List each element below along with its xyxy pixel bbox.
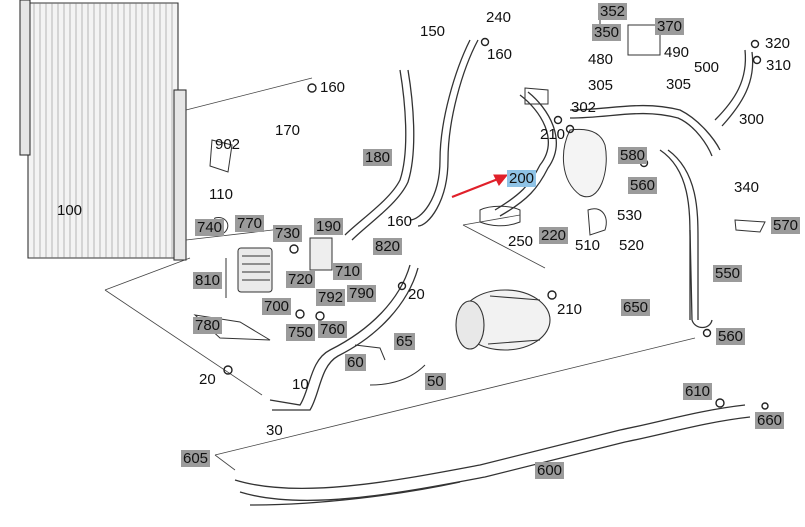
callout-20-upper: 20 — [408, 286, 425, 303]
callout-300: 300 — [739, 111, 765, 128]
callout-160: 160 — [487, 46, 513, 63]
callout-302: 302 — [571, 99, 597, 116]
callout-600: 600 — [535, 462, 565, 479]
callout-305-left: 305 — [588, 77, 614, 94]
callout-190: 190 — [314, 218, 344, 235]
callout-792: 792 — [316, 289, 346, 306]
callout-320: 320 — [765, 35, 791, 52]
callout-65: 65 — [394, 333, 415, 350]
callout-220: 220 — [539, 227, 569, 244]
condenser-drawing — [19, 0, 187, 261]
callout-580: 580 — [618, 147, 648, 164]
callout-780: 780 — [193, 317, 223, 334]
callout-180: 180 — [363, 149, 393, 166]
callout-560-lower: 560 — [716, 328, 746, 345]
callout-710: 710 — [333, 263, 363, 280]
callout-650: 650 — [621, 299, 651, 316]
callout-480: 480 — [588, 51, 614, 68]
callout-30: 30 — [266, 422, 283, 439]
callout-160-upper: 160 — [320, 79, 346, 96]
callout-570: 570 — [771, 217, 801, 234]
callout-740: 740 — [195, 219, 225, 236]
callout-790: 790 — [347, 285, 377, 302]
callout-310: 310 — [766, 57, 792, 74]
callout-305-right: 305 — [666, 76, 692, 93]
callout-605: 605 — [181, 450, 211, 467]
callout-210-lower: 210 — [557, 301, 583, 318]
callout-340: 340 — [734, 179, 760, 196]
callout-100: 100 — [57, 202, 83, 219]
callout-820: 820 — [373, 238, 403, 255]
callout-510: 510 — [575, 237, 601, 254]
callout-700: 700 — [262, 298, 292, 315]
pointer-arrow — [451, 174, 509, 199]
callout-520: 520 — [619, 237, 645, 254]
callout-810: 810 — [193, 272, 223, 289]
callout-750: 750 — [286, 324, 316, 341]
callout-500: 500 — [694, 59, 720, 76]
callout-660: 660 — [755, 412, 785, 429]
callout-210-upper: 210 — [540, 126, 566, 143]
callout-150: 150 — [420, 23, 446, 40]
callout-170: 170 — [275, 122, 301, 139]
callout-352: 352 — [598, 3, 628, 20]
callout-720: 720 — [286, 271, 316, 288]
callout-50: 50 — [425, 373, 446, 390]
callout-370: 370 — [655, 18, 685, 35]
callout-760: 760 — [318, 321, 348, 338]
callout-350: 350 — [592, 24, 622, 41]
callout-490: 490 — [664, 44, 690, 61]
callout-902: 902 — [215, 136, 241, 153]
callout-60: 60 — [345, 354, 366, 371]
callout-730: 730 — [273, 225, 303, 242]
callout-610: 610 — [683, 383, 713, 400]
callout-110: 110 — [209, 186, 233, 203]
callout-250: 250 — [508, 233, 534, 250]
callout-530: 530 — [617, 207, 643, 224]
callout-20-lower: 20 — [199, 371, 216, 388]
callout-200-highlighted: 200 — [507, 170, 537, 187]
callout-160-lower: 160 — [387, 213, 413, 230]
callout-770: 770 — [235, 215, 265, 232]
callout-10: 10 — [292, 376, 309, 393]
callout-560-upper: 560 — [628, 177, 658, 194]
callout-240: 240 — [486, 9, 512, 26]
callout-550: 550 — [713, 265, 743, 282]
compressor-drawing — [455, 289, 551, 351]
